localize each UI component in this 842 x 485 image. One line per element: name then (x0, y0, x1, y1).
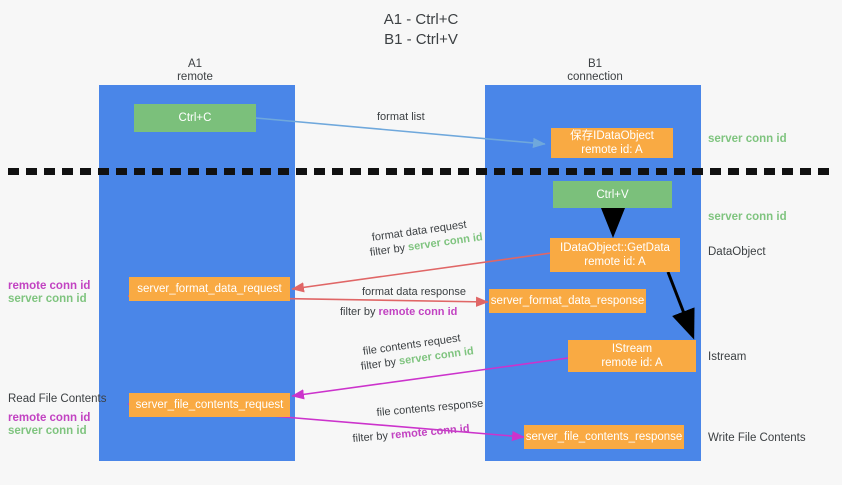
column-header-a1: A1 remote (130, 58, 260, 84)
label-istream: Istream (708, 351, 747, 363)
page-title: A1 - Ctrl+C B1 - Ctrl+V (383, 11, 459, 48)
label-server-conn-id-top: server conn id (708, 133, 787, 145)
node-server-file-contents-response[interactable]: server_file_contents_response (524, 425, 684, 449)
phase-divider (8, 168, 834, 175)
caption-filter-by-remote-conn-id-2: filter by remote conn id (340, 305, 457, 320)
node-idataobject[interactable]: 保存IDataObject remote id: A (551, 128, 673, 158)
label-dataobject: DataObject (708, 246, 766, 258)
node-ctrl-c[interactable]: Ctrl+C (134, 104, 256, 132)
label-server-conn-id-lower: server conn id (8, 425, 87, 437)
label-remote-conn-id-upper: remote conn id (8, 280, 91, 292)
filter-by-value-remote-conn-id: remote conn id (378, 306, 458, 318)
label-server-conn-id-upper: server conn id (8, 293, 87, 305)
label-remote-conn-id-lower: remote conn id (8, 412, 91, 424)
caption-format-list: format list (377, 111, 425, 123)
node-server-format-data-request[interactable]: server_format_data_request (129, 277, 290, 301)
label-server-conn-id-second: server conn id (708, 211, 787, 223)
column-header-a1-name: A1 (187, 58, 203, 70)
node-server-format-data-response[interactable]: server_format_data_response (489, 289, 646, 313)
caption-file-contents-response: file contents response (376, 397, 484, 419)
label-write-file-contents: Write File Contents (708, 432, 806, 444)
node-istream[interactable]: IStream remote id: A (568, 340, 696, 372)
filter-by-prefix: filter by (369, 241, 409, 259)
label-read-file-contents: Read File Contents (8, 393, 107, 405)
caption-format-data-response: format data response (362, 286, 466, 298)
filter-by-value-remote-conn-id: remote conn id (390, 422, 471, 442)
column-header-b1-sub: connection (567, 71, 623, 83)
column-header-a1-sub: remote (177, 71, 213, 83)
caption-filter-by-remote-conn-id-4: filter by remote conn id (352, 422, 470, 447)
node-ctrl-v[interactable]: Ctrl+V (553, 181, 672, 208)
node-idataobject-getdata[interactable]: IDataObject::GetData remote id: A (550, 238, 680, 272)
filter-by-prefix: filter by (352, 429, 392, 445)
filter-by-prefix: filter by (340, 306, 379, 318)
column-header-b1-name: B1 (587, 58, 603, 70)
column-header-b1: B1 connection (530, 58, 660, 84)
filter-by-prefix: filter by (360, 355, 400, 373)
node-server-file-contents-request[interactable]: server_file_contents_request (129, 393, 290, 417)
